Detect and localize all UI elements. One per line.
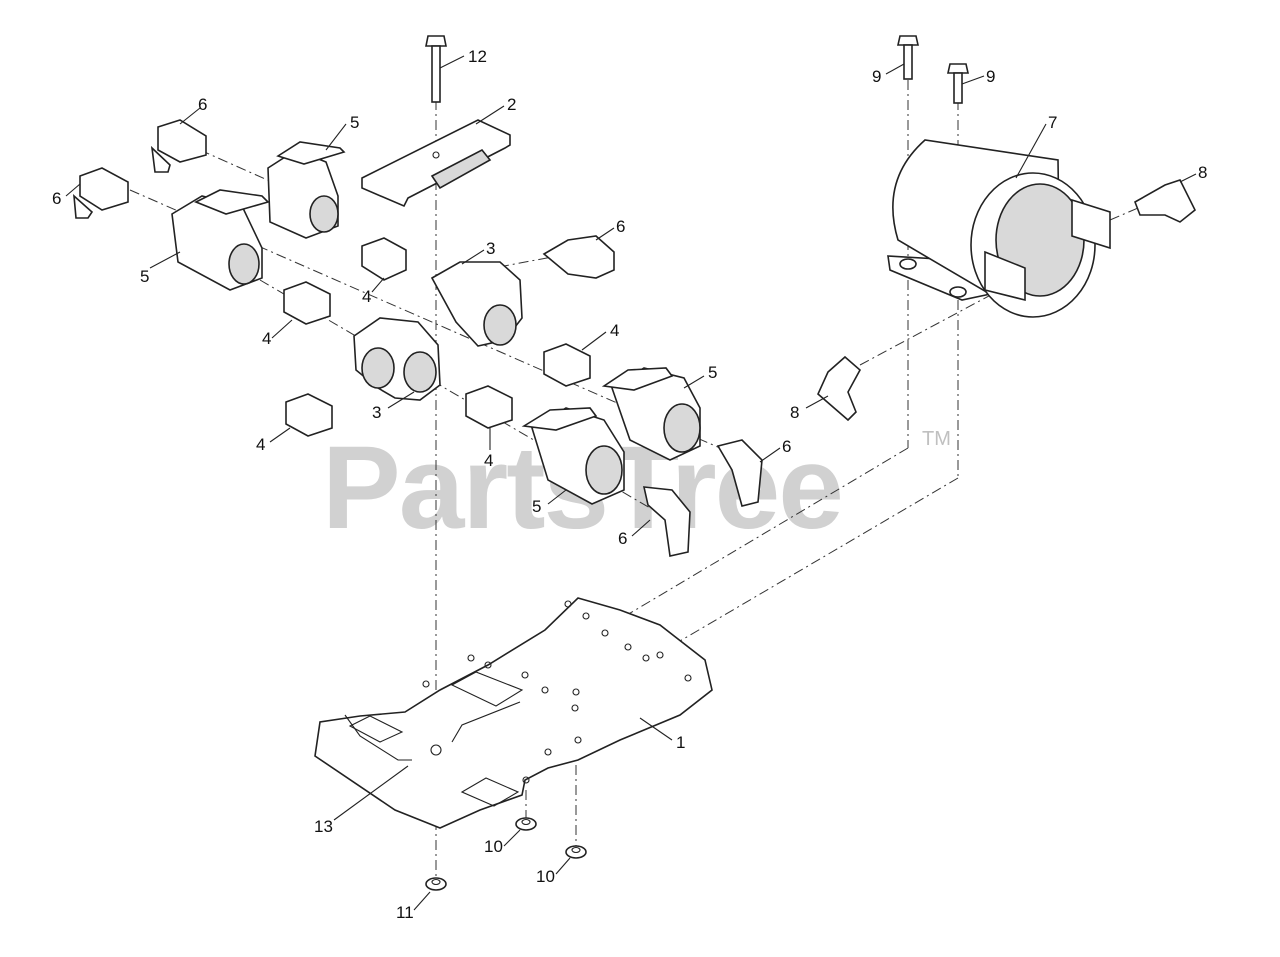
callout-6-left: 6 [52, 189, 61, 208]
callout-3-upper: 3 [486, 239, 495, 258]
part-bolt-12 [425, 35, 447, 103]
callout-12: 12 [468, 47, 487, 66]
callout-5-bottom: 5 [532, 497, 541, 516]
part-valve-5c [601, 367, 701, 461]
part-bolt-9a [897, 35, 919, 80]
part-tee-3a [430, 261, 523, 347]
callout-6-right: 6 [782, 437, 791, 456]
part-elbow-6d [716, 439, 763, 507]
callout-8-right: 8 [1198, 163, 1207, 182]
callout-4-lower-left: 4 [256, 435, 265, 454]
part-nipple-4d [285, 393, 333, 437]
part-nut-11 [425, 877, 447, 891]
part-tee-3b [353, 317, 441, 401]
part-bolt-9b [947, 63, 969, 104]
callout-2: 2 [507, 95, 516, 114]
part-valve-5b [171, 189, 270, 291]
callout-9-right: 9 [986, 67, 995, 86]
part-nut-10b [565, 845, 587, 859]
part-nipple-4a [361, 237, 407, 281]
part-bracket [361, 119, 511, 208]
callout-4-right: 4 [610, 321, 619, 340]
part-valve-5d [521, 407, 625, 505]
assembly-line-pump-outlet [1109, 204, 1146, 221]
callout-3-lower: 3 [372, 403, 381, 422]
callout-4-upper: 4 [362, 287, 371, 306]
callout-6-top: 6 [198, 95, 207, 114]
part-valve-5a [267, 141, 346, 239]
part-elbow-6e [642, 486, 691, 557]
callout-4-left: 4 [262, 329, 271, 348]
callout-5-right: 5 [708, 363, 717, 382]
part-nipple-4e [465, 385, 513, 429]
assembly-line-pump-elbow [859, 289, 1001, 366]
callout-1: 1 [676, 733, 685, 752]
callout-8-left: 8 [790, 403, 799, 422]
callout-13: 13 [314, 817, 333, 836]
part-nut-10a [515, 817, 537, 831]
callout-4-lower: 4 [484, 451, 493, 470]
watermark-trademark: TM [922, 428, 951, 450]
part-elbow-8b [817, 355, 862, 422]
callout-10-left: 10 [484, 837, 503, 856]
part-pump-motor [887, 139, 1111, 318]
part-elbow-8a [1134, 179, 1197, 223]
callouts: 12 2 5 6 6 5 3 4 4 3 4 4 4 6 5 5 6 6 7 8… [52, 47, 1207, 922]
callout-5-left: 5 [140, 267, 149, 286]
callout-7: 7 [1048, 113, 1057, 132]
part-base-plate [314, 597, 713, 829]
callout-6-middle: 6 [616, 217, 625, 236]
callout-5-top: 5 [350, 113, 359, 132]
callout-9-left: 9 [872, 67, 881, 86]
part-elbow-6b [73, 167, 129, 219]
assembly-line-diag-1 [525, 447, 909, 676]
part-elbow-6c [542, 235, 615, 279]
decal-labels [348, 671, 524, 807]
part-elbow-6a [150, 119, 207, 173]
part-nipple-4c [543, 343, 591, 387]
mounting-holes [422, 600, 692, 784]
callout-6-bottom: 6 [618, 529, 627, 548]
part-nipple-4b [283, 281, 331, 325]
leader-lines [65, 55, 1197, 911]
callout-11: 11 [396, 903, 414, 922]
callout-10-right: 10 [536, 867, 555, 886]
